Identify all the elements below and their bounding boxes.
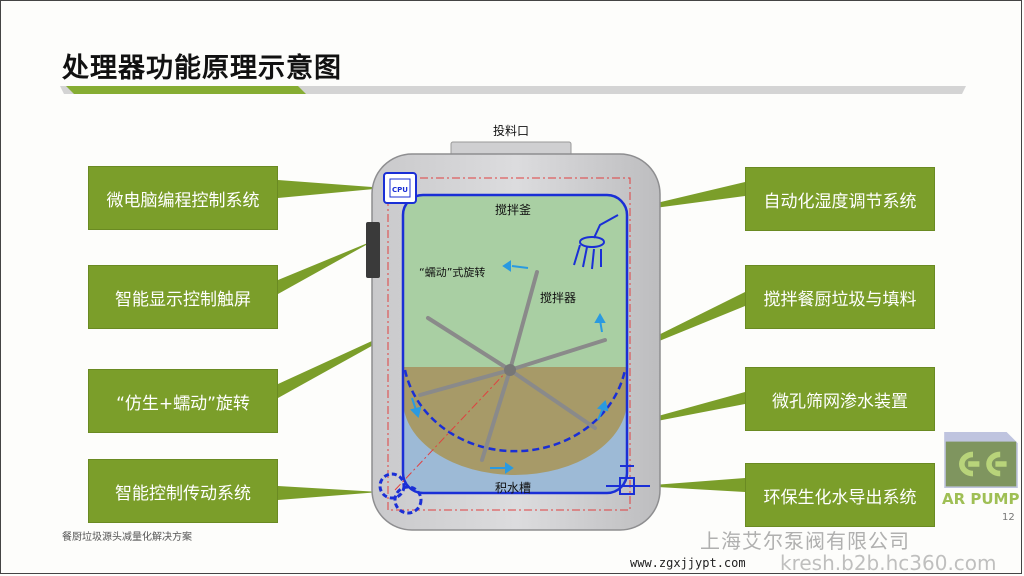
tank-label: 搅拌釜: [495, 202, 531, 217]
feed-port-label: 投料口: [493, 123, 529, 138]
agitator: [418, 270, 607, 462]
callout-bionic-rotation: “仿生+蠕动”旋转: [88, 369, 278, 433]
watermark-company: 上海艾尔泵阀有限公司: [700, 529, 910, 553]
rotation-label: “蠕动”式旋转: [419, 265, 485, 279]
water-tank-label: 积水槽: [495, 481, 531, 495]
sprinkler-icon: [573, 214, 619, 270]
page-title: 处理器功能原理示意图: [62, 53, 342, 84]
callout-humidity-control: 自动化湿度调节系统: [745, 167, 935, 231]
callout-mesh-drain: 微孔筛网渗水装置: [745, 367, 935, 431]
mesh-screen: [403, 369, 627, 453]
watermark-logo: [944, 432, 1018, 488]
callout-touch-screen: 智能显示控制触屏: [88, 265, 278, 329]
cpu-icon: CPU: [383, 172, 417, 204]
watermark-site-2: kresh.b2b.hc360.com: [780, 551, 997, 575]
touch-screen: [366, 222, 380, 278]
mixing-tank: [401, 193, 629, 495]
callout-drive-system: 智能控制传动系统: [88, 459, 278, 523]
callout-microcomputer-control: 微电脑编程控制系统: [88, 166, 278, 230]
rotation-arrows: [410, 260, 609, 474]
agitator-label: 搅拌器: [540, 290, 576, 305]
svg-text:CPU: CPU: [392, 186, 408, 194]
callout-water-export: 环保生化水导出系统: [745, 463, 935, 527]
title-underline: [60, 86, 966, 94]
callout-mixing: 搅拌餐厨垃圾与填料: [745, 265, 935, 329]
gear-icon: [378, 472, 423, 515]
drain-valve-icon: [606, 465, 650, 495]
page-number: 12: [1002, 512, 1015, 523]
watermark-logo-text: AR PUMP: [942, 490, 1020, 508]
watermark-site-1: www.zgxjjypt.com: [630, 556, 746, 570]
footer-text: 餐厨垃圾源头减量化解决方案: [62, 532, 192, 543]
